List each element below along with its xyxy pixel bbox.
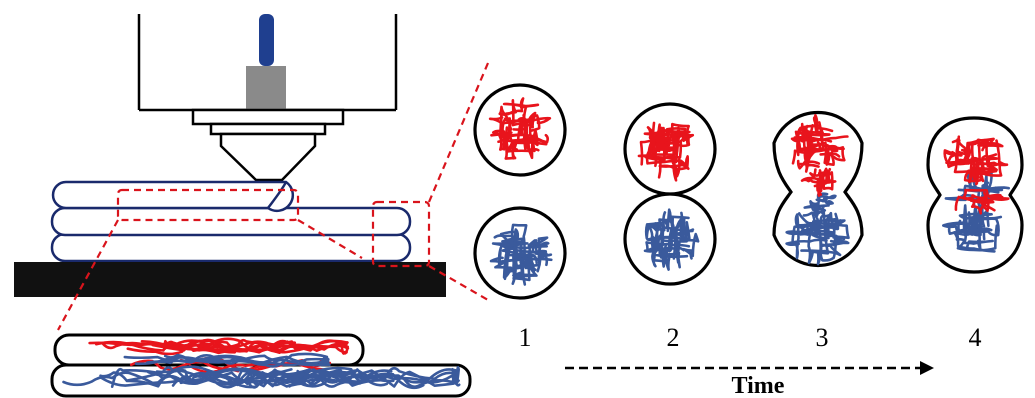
polymer-chain-icon	[504, 137, 548, 160]
polymer-chain-icon	[953, 211, 999, 252]
polymer-chain-icon	[670, 122, 690, 163]
polymer-chain-icon	[803, 204, 830, 215]
polymer-chain-icon	[807, 210, 836, 265]
stage-label-1: 1	[519, 323, 532, 352]
polymer-chain-icon	[236, 368, 352, 388]
zoom-box-interlayer	[116, 188, 300, 222]
polymer-chain-icon	[146, 354, 281, 365]
polymer-chain-icon	[101, 341, 314, 354]
polymer-chain-icon	[816, 220, 838, 262]
polymer-chain-icon	[954, 137, 995, 165]
polymer-chain-icon	[110, 367, 312, 389]
sintering-stages	[473, 83, 1024, 300]
polymer-chain-icon	[970, 196, 996, 212]
printer-nozzle-icon	[219, 132, 317, 182]
polymer-chain-icon	[809, 189, 825, 219]
polymer-chain-icon	[967, 141, 999, 174]
polymer-chain-icon	[126, 339, 297, 356]
time-arrow: Time	[565, 361, 934, 398]
filament-layer	[51, 180, 295, 213]
printer-head	[137, 14, 398, 182]
time-label: Time	[732, 373, 785, 398]
polymer-chain-icon	[656, 123, 690, 179]
polymer-chain-icon	[806, 114, 834, 151]
polymer-chain-icon	[947, 204, 984, 235]
stage-labels: 1 2 3 4	[519, 323, 982, 352]
polymer-chain-icon	[671, 211, 695, 241]
polymer-chain-icon	[489, 242, 525, 279]
polymer-chain-icon	[637, 121, 656, 158]
polymer-chain-icon	[499, 230, 529, 257]
polymer-chain-icon	[794, 124, 833, 157]
polymer-chain-icon	[493, 223, 528, 257]
arrow-head-icon	[920, 361, 934, 375]
build-plate-icon	[14, 262, 446, 297]
polymer-chain-icon	[800, 167, 832, 185]
filament-layer	[50, 232, 412, 263]
polymer-chain-icon	[226, 366, 457, 388]
polymer-chain-icon	[945, 139, 980, 185]
polymer-chain-icon	[653, 247, 689, 268]
heater-block	[246, 66, 286, 110]
polymer-chain-icon	[815, 198, 834, 205]
polymer-chain-icon	[521, 111, 539, 140]
polymer-chain-icon	[62, 371, 261, 387]
polymer-chain-icon	[288, 368, 461, 388]
polymer-chain-icon	[512, 235, 553, 267]
polymer-chain-icon	[498, 97, 540, 135]
stage-label-2: 2	[667, 323, 680, 352]
stage-label-3: 3	[816, 323, 829, 352]
interlayer-zoom	[50, 333, 472, 398]
polymer-chain-icon	[797, 140, 822, 173]
polymer-chain-icon	[504, 113, 528, 144]
polymer-chain-icon	[982, 193, 1010, 202]
zoom-indicators	[57, 62, 490, 331]
polymer-chain-icon	[134, 352, 330, 368]
printed-filaments	[50, 180, 412, 263]
nozzle-rod	[259, 14, 274, 66]
polymer-chain-icon	[179, 367, 331, 387]
polymer-chain-icon	[790, 122, 809, 151]
zoom-box-edge	[371, 200, 431, 268]
stage-label-4: 4	[969, 323, 982, 352]
polymer-chain-icon	[290, 370, 460, 388]
polymer-chain-icon	[658, 215, 690, 259]
filament-layer	[50, 206, 412, 237]
polymer-chain-icon	[824, 211, 846, 240]
polymer-chain-icon	[809, 168, 828, 188]
polymer-chain-icon	[799, 221, 833, 236]
